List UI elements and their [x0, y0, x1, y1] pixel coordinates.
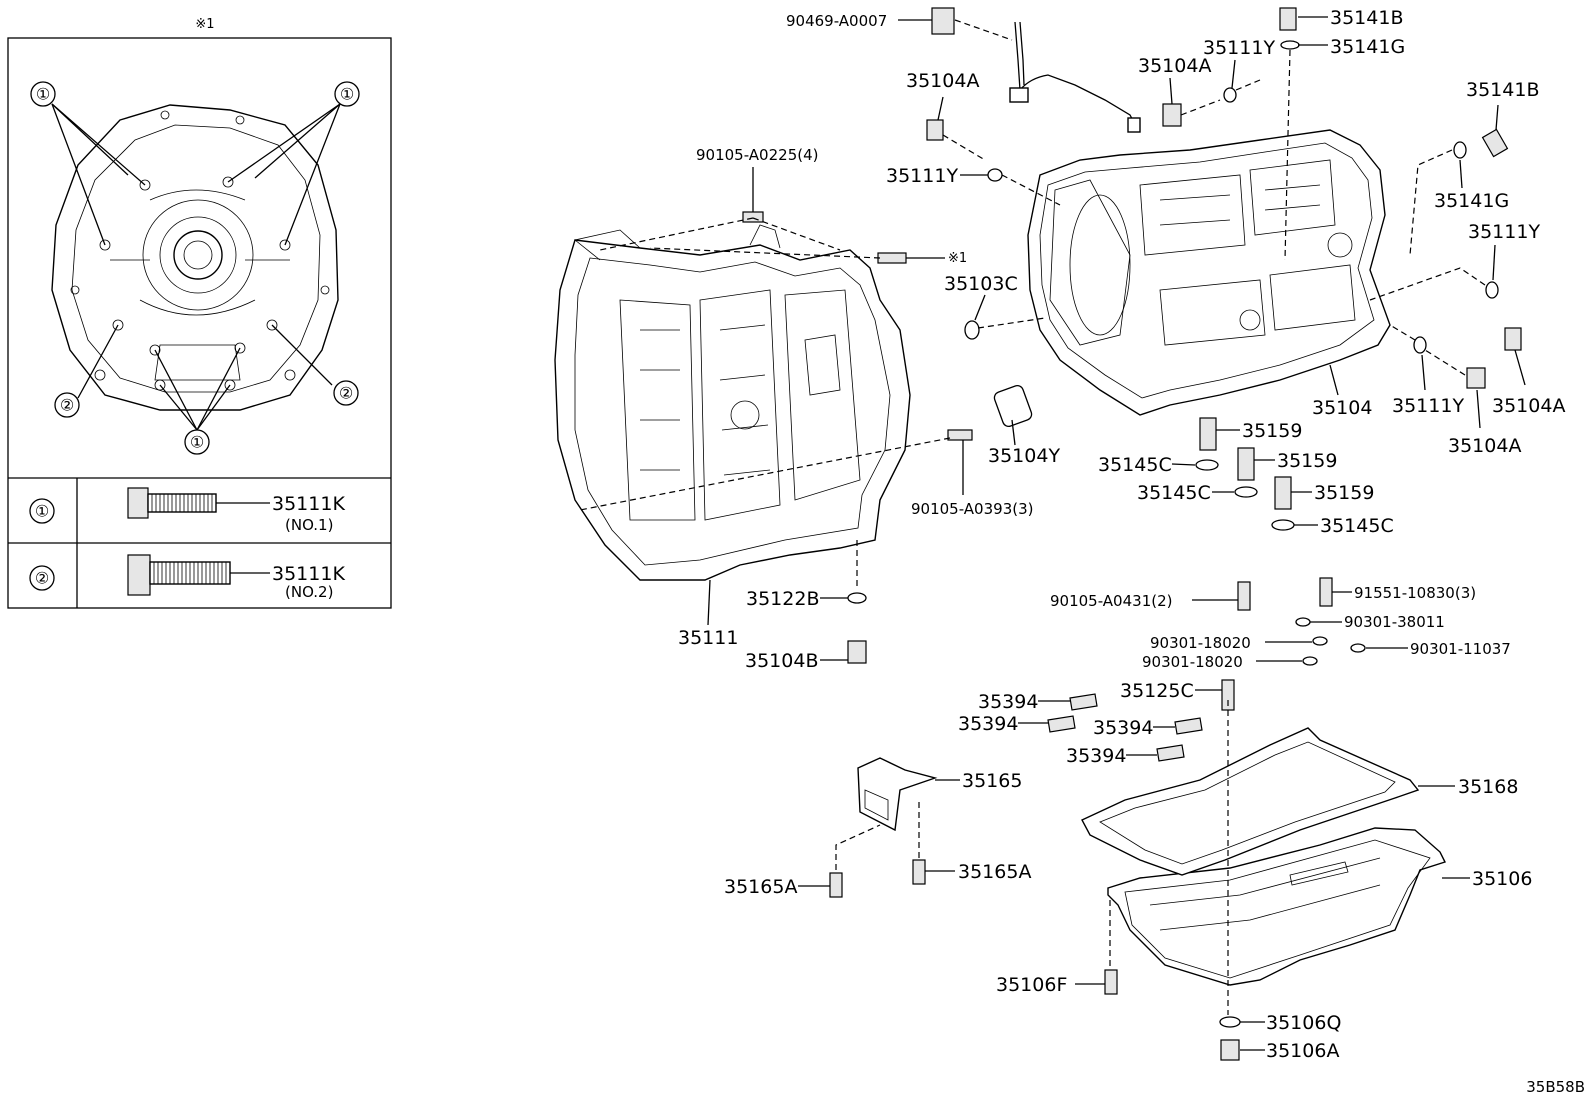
table-row-2-note: (NO.2) [285, 583, 333, 601]
inset-panel: ※1 [7, 17, 392, 609]
table-row-1-part: 35111K [272, 493, 345, 515]
label-90301-18020-2: 90301-18020 [1142, 653, 1243, 671]
label-35141B-2: 35141B [1466, 79, 1539, 101]
inset-callout-2-a: ② [60, 396, 74, 415]
transmission-case-35104-drawing [1027, 129, 1391, 416]
label-35165A-2: 35165A [958, 861, 1031, 883]
oil-temp-sensor-90469-icon [931, 7, 955, 35]
label-35394-3: 35394 [1093, 717, 1153, 739]
inset-callouts: ① ① ② ② ① [30, 81, 360, 455]
inset-callout-1-c: ① [190, 433, 204, 452]
label-90105-A0225: 90105-A0225(4) [696, 146, 818, 164]
label-90105-A0393: 90105-A0393(3) [911, 500, 1033, 518]
inset-note-label: ※1 [195, 17, 214, 32]
label-35145C-1: 35145C [1098, 454, 1172, 476]
label-35104A-1: 35104A [906, 70, 979, 92]
inset-table-row-1: ① 35111K (NO.1) [29, 487, 345, 534]
label-35104B: 35104B [745, 650, 818, 672]
transaxle-housing-face-drawing [51, 104, 339, 411]
label-35106F: 35106F [996, 974, 1067, 996]
label-35122B: 35122B [746, 588, 819, 610]
inset-callout-1-b: ① [340, 85, 354, 104]
assembly-lines [579, 19, 1486, 1015]
label-35104A-4: 35104A [1448, 435, 1521, 457]
inset-frame [7, 37, 392, 609]
oil-pan-gasket-35168-drawing [1081, 727, 1420, 876]
label-35159-3: 35159 [1314, 482, 1374, 504]
label-35111Y-1: 35111Y [886, 165, 958, 187]
label-35125C: 35125C [1120, 680, 1194, 702]
label-91551-10830: 91551-10830(3) [1354, 584, 1476, 602]
label-35145C-2: 35145C [1137, 482, 1211, 504]
label-35111Y-4: 35111Y [1392, 395, 1464, 417]
label-35141G-2: 35141G [1434, 190, 1509, 212]
label-35103C: 35103C [944, 273, 1018, 295]
label-90469-A0007: 90469-A0007 [786, 12, 887, 30]
label-35165: 35165 [962, 770, 1022, 792]
label-35104A-2: 35104A [1138, 55, 1211, 77]
label-35168: 35168 [1458, 776, 1518, 798]
label-35394-1: 35394 [978, 691, 1038, 713]
table-row-1-note: (NO.1) [285, 516, 333, 534]
label-35111Y-2: 35111Y [1203, 37, 1275, 59]
label-35106Q: 35106Q [1266, 1012, 1341, 1034]
leader-lines [707, 16, 1526, 1051]
oil-pan-35106-drawing [1107, 827, 1446, 986]
label-35159-1: 35159 [1242, 420, 1302, 442]
label-35111Y-3: 35111Y [1468, 221, 1540, 243]
label-35159-2: 35159 [1277, 450, 1337, 472]
label-90105-A0431: 90105-A0431(2) [1050, 592, 1172, 610]
inset-table-row-2: ② 35111K (NO.2) [29, 554, 345, 601]
label-35106: 35106 [1472, 868, 1532, 890]
label-35165A-1: 35165A [724, 876, 797, 898]
inset-callout-2-b: ② [339, 384, 353, 403]
label-35111: 35111 [678, 627, 738, 649]
label-35141G-1: 35141G [1330, 36, 1405, 58]
label-35104Y: 35104Y [988, 445, 1060, 467]
label-note-1: ※1 [948, 251, 967, 266]
label-90301-38011: 90301-38011 [1344, 613, 1445, 631]
label-35145C-3: 35145C [1320, 515, 1394, 537]
oil-hose-drawing [1009, 21, 1141, 133]
label-35106A: 35106A [1266, 1040, 1339, 1062]
inset-callout-1-a: ① [36, 85, 50, 104]
part-number-labels: 90469-A0007 35104A 35111Y 90105-A0225(4)… [678, 7, 1565, 1062]
label-35104A-3: 35104A [1492, 395, 1565, 417]
label-35394-4: 35394 [1066, 745, 1126, 767]
label-90301-11037: 90301-11037 [1410, 640, 1511, 658]
label-90301-18020-1: 90301-18020 [1150, 634, 1251, 652]
label-35104: 35104 [1312, 397, 1372, 419]
label-35394-2: 35394 [958, 713, 1018, 735]
table-row-2-mark: ② [35, 569, 49, 588]
transaxle-housing-35111-drawing [554, 224, 911, 581]
figure-code: 35B58B [1526, 1078, 1585, 1096]
label-35141B-1: 35141B [1330, 7, 1403, 29]
table-row-1-mark: ① [35, 502, 49, 521]
table-row-2-part: 35111K [272, 563, 345, 585]
